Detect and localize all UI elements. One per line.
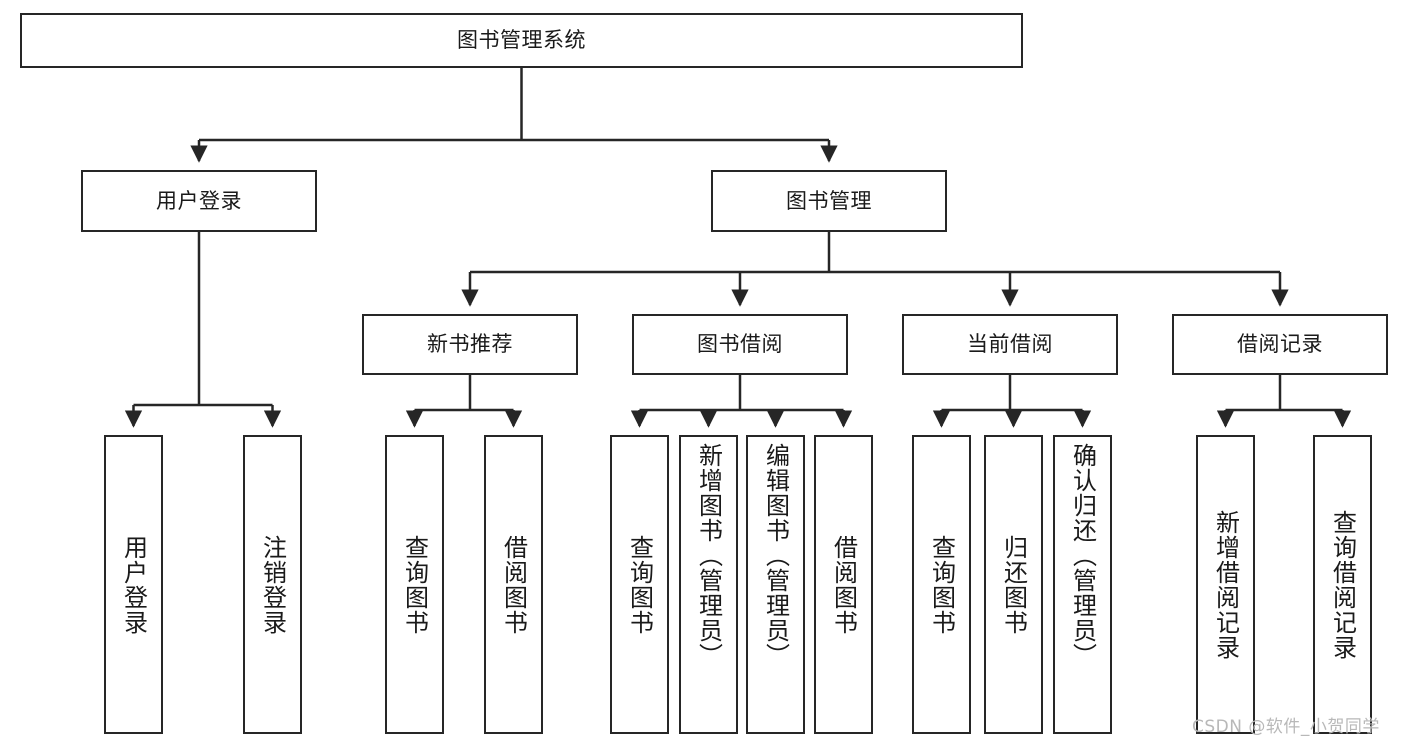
node-label: 查询图书 <box>400 534 429 635</box>
node-label: 当前借阅 <box>967 332 1053 357</box>
level3-node-当前借阅[interactable]: 当前借阅 <box>902 314 1118 375</box>
leaf-node-新增借阅记录[interactable]: 新增借阅记录 <box>1196 435 1255 734</box>
level3-node-图书借阅[interactable]: 图书借阅 <box>632 314 848 375</box>
node-label: 新增借阅记录 <box>1211 509 1240 660</box>
node-label: 图书借阅 <box>697 332 783 357</box>
node-label: 新增图书（管理员） <box>694 443 723 668</box>
node-label: 图书管理系统 <box>457 28 586 53</box>
level2-node-用户登录[interactable]: 用户登录 <box>81 170 317 232</box>
node-label: 借阅记录 <box>1237 332 1323 357</box>
node-label: 用户登录 <box>156 188 242 213</box>
node-label: 查询借阅记录 <box>1328 509 1357 660</box>
root-node-图书管理系统[interactable]: 图书管理系统 <box>20 13 1023 68</box>
node-label: 图书管理 <box>786 188 872 213</box>
leaf-node-查询借阅记录[interactable]: 查询借阅记录 <box>1313 435 1372 734</box>
leaf-node-用户登录[interactable]: 用户登录 <box>104 435 163 734</box>
node-label: 查询图书 <box>625 534 654 635</box>
node-label: 归还图书 <box>999 534 1028 635</box>
leaf-node-编辑图书管理员[interactable]: 编辑图书（管理员） <box>746 435 805 734</box>
level3-node-新书推荐[interactable]: 新书推荐 <box>362 314 578 375</box>
node-label: 借阅图书 <box>499 534 528 635</box>
leaf-node-注销登录[interactable]: 注销登录 <box>243 435 302 734</box>
node-label: 用户登录 <box>119 534 148 635</box>
csdn-watermark: CSDN @软件_小贺同学 <box>1192 717 1380 737</box>
leaf-node-新增图书管理员[interactable]: 新增图书（管理员） <box>679 435 738 734</box>
level2-node-图书管理[interactable]: 图书管理 <box>711 170 947 232</box>
leaf-node-查询图书[interactable]: 查询图书 <box>912 435 971 734</box>
leaf-node-借阅图书[interactable]: 借阅图书 <box>484 435 543 734</box>
node-label: 借阅图书 <box>829 534 858 635</box>
node-label: 查询图书 <box>927 534 956 635</box>
node-label: 注销登录 <box>258 534 287 635</box>
leaf-node-归还图书[interactable]: 归还图书 <box>984 435 1043 734</box>
leaf-node-查询图书[interactable]: 查询图书 <box>385 435 444 734</box>
node-label: 新书推荐 <box>427 332 513 357</box>
leaf-node-确认归还管理员[interactable]: 确认归还（管理员） <box>1053 435 1112 734</box>
node-label: 编辑图书（管理员） <box>761 443 790 668</box>
leaf-node-查询图书[interactable]: 查询图书 <box>610 435 669 734</box>
leaf-node-借阅图书[interactable]: 借阅图书 <box>814 435 873 734</box>
level3-node-借阅记录[interactable]: 借阅记录 <box>1172 314 1388 375</box>
node-label: 确认归还（管理员） <box>1068 443 1097 668</box>
